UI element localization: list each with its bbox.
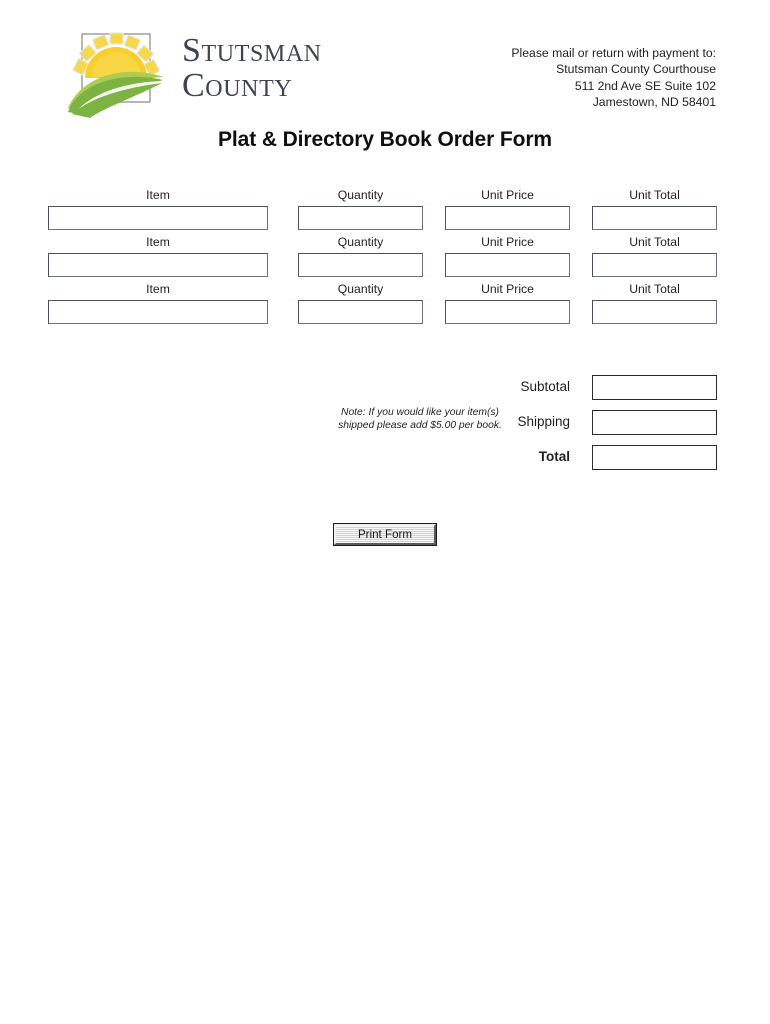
unit-price-label-1: Unit Price bbox=[481, 188, 534, 202]
shipping-input[interactable] bbox=[592, 410, 717, 435]
quantity-label-3: Quantity bbox=[337, 282, 384, 296]
mailing-city-state-zip: Jamestown, ND 58401 bbox=[592, 94, 716, 109]
unit-price-cell-2: Unit Price bbox=[445, 235, 570, 277]
item-label-2: Item bbox=[146, 235, 170, 249]
item-input-1[interactable] bbox=[48, 206, 268, 230]
wordmark-line-stutsman: Stutsman bbox=[182, 32, 322, 69]
quantity-label-2: Quantity bbox=[337, 235, 384, 249]
item-cell-1: Item bbox=[48, 188, 268, 230]
item-input-3[interactable] bbox=[48, 300, 268, 324]
unit-total-label-3: Unit Total bbox=[629, 282, 680, 296]
unit-price-cell-3: Unit Price bbox=[445, 282, 570, 324]
shipping-label: Shipping bbox=[517, 414, 570, 429]
county-wordmark: Stutsman County bbox=[182, 32, 322, 104]
subtotal-row: Subtotal bbox=[0, 375, 770, 410]
quantity-input-2[interactable] bbox=[298, 253, 423, 277]
wordmark-line-county: County bbox=[182, 66, 293, 104]
stutsman-county-sun-hills-logo bbox=[64, 28, 168, 120]
mailing-address-block: Please mail or return with payment to: S… bbox=[511, 45, 716, 110]
total-input[interactable] bbox=[592, 445, 717, 470]
unit-total-input-2[interactable] bbox=[592, 253, 717, 277]
page-title: Plat & Directory Book Order Form bbox=[217, 128, 553, 151]
unit-total-input-3[interactable] bbox=[592, 300, 717, 324]
quantity-label-1: Quantity bbox=[337, 188, 384, 202]
unit-price-label-2: Unit Price bbox=[481, 235, 534, 249]
table-row: Item Quantity Unit Price Unit Total bbox=[0, 282, 770, 329]
order-items-table: Item Quantity Unit Price Unit Total Item bbox=[0, 188, 770, 329]
unit-price-input-2[interactable] bbox=[445, 253, 570, 277]
item-label-3: Item bbox=[146, 282, 170, 296]
shipping-note-line-2: shipped please add $5.00 per book. bbox=[338, 420, 502, 432]
print-form-button[interactable]: Print Form bbox=[334, 524, 436, 545]
unit-total-cell-3: Unit Total bbox=[592, 282, 717, 324]
subtotal-label: Subtotal bbox=[520, 379, 570, 394]
unit-total-cell-1: Unit Total bbox=[592, 188, 717, 230]
quantity-cell-3: Quantity bbox=[298, 282, 423, 324]
item-input-2[interactable] bbox=[48, 253, 268, 277]
quantity-input-3[interactable] bbox=[298, 300, 423, 324]
mailing-street: 511 2nd Ave SE Suite 102 bbox=[574, 78, 716, 93]
unit-total-input-1[interactable] bbox=[592, 206, 717, 230]
unit-price-label-3: Unit Price bbox=[481, 282, 534, 296]
unit-total-label-1: Unit Total bbox=[629, 188, 680, 202]
unit-total-label-2: Unit Total bbox=[629, 235, 680, 249]
mailing-instruction: Please mail or return with payment to: bbox=[511, 46, 716, 60]
subtotal-input[interactable] bbox=[592, 375, 717, 400]
quantity-cell-2: Quantity bbox=[298, 235, 423, 277]
quantity-input-1[interactable] bbox=[298, 206, 423, 230]
table-row: Item Quantity Unit Price Unit Total bbox=[0, 235, 770, 282]
item-cell-2: Item bbox=[48, 235, 268, 277]
mailing-courthouse: Stutsman County Courthouse bbox=[556, 62, 716, 77]
unit-price-cell-1: Unit Price bbox=[445, 188, 570, 230]
quantity-cell-1: Quantity bbox=[298, 188, 423, 230]
shipping-row: Shipping bbox=[0, 410, 770, 445]
unit-total-cell-2: Unit Total bbox=[592, 235, 717, 277]
shipping-note: Note: If you would like your item(s) shi… bbox=[338, 406, 502, 432]
table-row: Item Quantity Unit Price Unit Total bbox=[0, 188, 770, 235]
item-cell-3: Item bbox=[48, 282, 268, 324]
total-label: Total bbox=[538, 449, 570, 464]
total-row: Total bbox=[0, 445, 770, 480]
item-label-1: Item bbox=[146, 188, 170, 202]
unit-price-input-1[interactable] bbox=[445, 206, 570, 230]
unit-price-input-3[interactable] bbox=[445, 300, 570, 324]
shipping-note-line-1: Note: If you would like your item(s) bbox=[341, 407, 499, 418]
totals-section: Subtotal Shipping Total bbox=[0, 375, 770, 480]
county-logo-block: Stutsman County bbox=[64, 28, 354, 124]
